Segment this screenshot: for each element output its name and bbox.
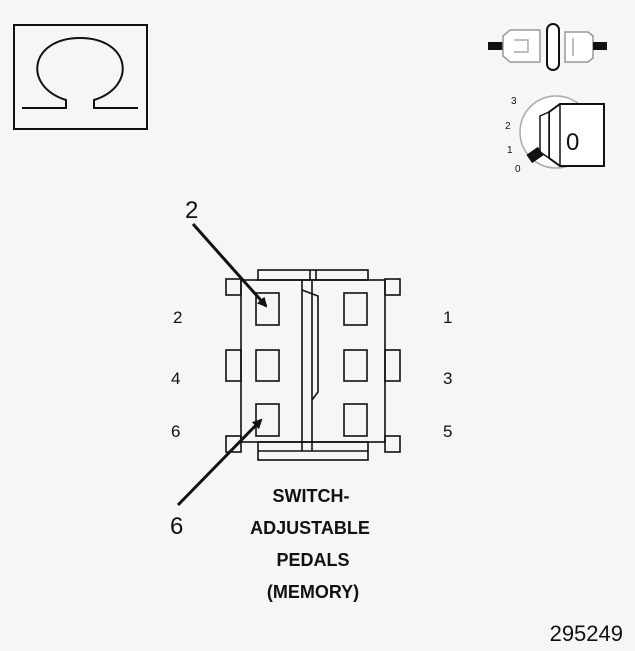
- pin-label-6: 6: [171, 422, 180, 441]
- ignition-key-icon: [519, 95, 605, 169]
- callout-label-6: 6: [170, 513, 183, 540]
- pin-label-2: 2: [173, 308, 182, 327]
- ignition-position-1: 1: [507, 145, 513, 156]
- ignition-position-2: 2: [505, 121, 511, 132]
- reference-number: 295249: [550, 621, 623, 646]
- disconnected-connector-icon: [488, 23, 607, 71]
- caption-line-4: (MEMORY): [267, 582, 359, 602]
- caption-line-2: ADJUSTABLE: [250, 518, 370, 538]
- ignition-position-3: 3: [511, 96, 517, 107]
- omega-icon: [13, 24, 148, 130]
- pin-label-4: 4: [171, 369, 180, 388]
- ignition-position-0: 0: [515, 164, 521, 175]
- caption-line-1: SWITCH-: [273, 486, 350, 506]
- callout-arrow-2: [191, 223, 268, 308]
- callout-arrow-6: [176, 418, 263, 507]
- pin-label-3: 3: [443, 369, 452, 388]
- pin-label-5: 5: [443, 422, 452, 441]
- pin-label-1: 1: [443, 308, 452, 327]
- connector-face: [225, 269, 401, 461]
- ignition-key-label: 0: [566, 129, 579, 156]
- caption-line-3: PEDALS: [276, 550, 349, 570]
- callout-label-2: 2: [185, 197, 198, 224]
